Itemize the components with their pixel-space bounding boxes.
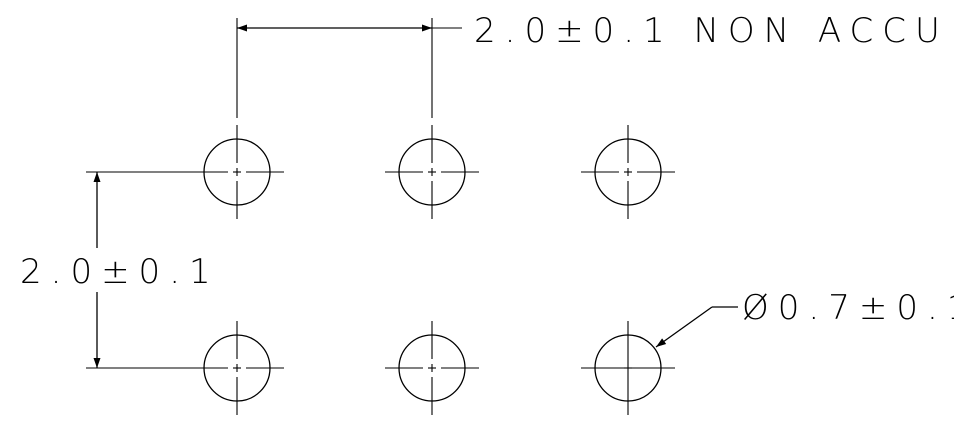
hole-r2-c3 (581, 321, 675, 415)
horizontal-pitch-dimension: 2.0±0.1 NON ACCUM (236, 11, 954, 118)
hole-r2-c1 (190, 321, 284, 415)
hole-diameter-callout: Ø0.7±0.1 (655, 288, 954, 348)
hole-r2-c2 (385, 321, 479, 415)
horizontal-pitch-label: 2.0±0.1 NON ACCUM (474, 11, 954, 51)
hole-r1-c3 (581, 125, 675, 219)
hole-diameter-label: Ø0.7±0.1 (742, 288, 954, 328)
vertical-pitch-label: 2.0±0.1 (20, 252, 220, 292)
vertical-pitch-dimension: 2.0±0.1 (20, 171, 220, 369)
hole-r1-c1 (190, 125, 284, 219)
hole-r1-c2 (385, 125, 479, 219)
